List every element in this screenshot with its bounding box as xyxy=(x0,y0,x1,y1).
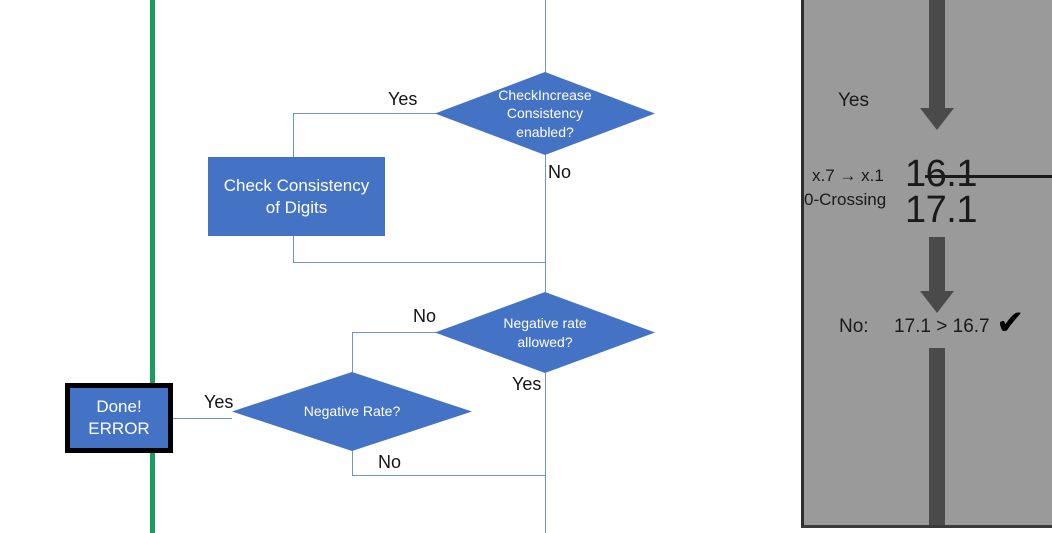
annotation-result-comparison: 17.1 > 16.7 xyxy=(894,316,990,337)
connector-checkincrease-no xyxy=(545,155,546,292)
annotation-branch-label: Yes xyxy=(838,90,869,111)
annotation-panel: Yes x.7 → x.1 0-Crossing 16.1 17.1 No: 1… xyxy=(801,0,1052,528)
connector-checkincrease-yes-horizontal xyxy=(293,113,436,114)
connector-negallowed-yes xyxy=(545,373,546,533)
connector-negallowed-no-horizontal xyxy=(352,332,437,333)
down-arrow-head-middle xyxy=(920,291,954,313)
edge-label-checkincrease-yes: Yes xyxy=(388,89,418,109)
down-arrow-head-top xyxy=(920,108,954,130)
process-line-1: Check Consistency xyxy=(223,175,370,195)
connector-checkincrease-yes-vertical xyxy=(293,113,294,157)
green-divider-line xyxy=(150,0,155,533)
edge-label-checkincrease-no: No xyxy=(548,162,572,182)
connector-checkconsistency-out-vertical xyxy=(293,236,294,262)
edge-label-negallowed-yes: Yes xyxy=(512,374,542,394)
process-label-done-error: Done! ERROR xyxy=(88,396,149,440)
connector-negrate-yes xyxy=(172,418,232,419)
decision-negative-rate-allowed[interactable]: Negative rate allowed? xyxy=(435,292,655,373)
annotation-rule-line-2: 0-Crossing xyxy=(804,190,887,209)
annotation-value-current: 17.1 xyxy=(905,189,977,231)
connector-negrate-no-vertical xyxy=(352,450,353,475)
process-line-2: ERROR xyxy=(88,419,150,438)
down-arrow-shaft-middle xyxy=(929,237,945,293)
edge-label-negrate-yes: Yes xyxy=(204,392,234,412)
edge-label-negallowed-no: No xyxy=(413,306,437,326)
vertical-line-bottom xyxy=(929,348,945,525)
decision-check-increase-consistency[interactable]: CheckIncrease Consistency enabled? xyxy=(435,72,655,155)
diamond-shape xyxy=(435,72,655,155)
decision-negative-rate[interactable]: Negative Rate? xyxy=(232,372,472,451)
process-done-error[interactable]: Done! ERROR xyxy=(65,383,173,453)
check-icon: ✔ xyxy=(996,303,1025,343)
connector-checkconsistency-out-horizontal xyxy=(293,262,546,263)
connector-negrate-no-horizontal xyxy=(352,475,546,476)
process-line-2: of Digits xyxy=(265,197,328,217)
connector-top-to-checkincrease xyxy=(545,0,546,73)
down-arrow-shaft-top xyxy=(929,0,945,108)
diamond-shape xyxy=(232,372,472,451)
process-line-1: Done! xyxy=(96,397,142,417)
annotation-rule-line-1: x.7 → x.1 xyxy=(812,166,884,185)
edge-label-negrate-no: No xyxy=(378,452,402,472)
process-label-check-consistency: Check Consistency of Digits xyxy=(224,175,370,219)
diamond-shape xyxy=(435,292,655,373)
process-check-consistency-of-digits[interactable]: Check Consistency of Digits xyxy=(208,157,385,236)
annotation-result-prefix: No: xyxy=(839,316,869,337)
annotation-value-struck: 16.1 xyxy=(905,155,1052,193)
